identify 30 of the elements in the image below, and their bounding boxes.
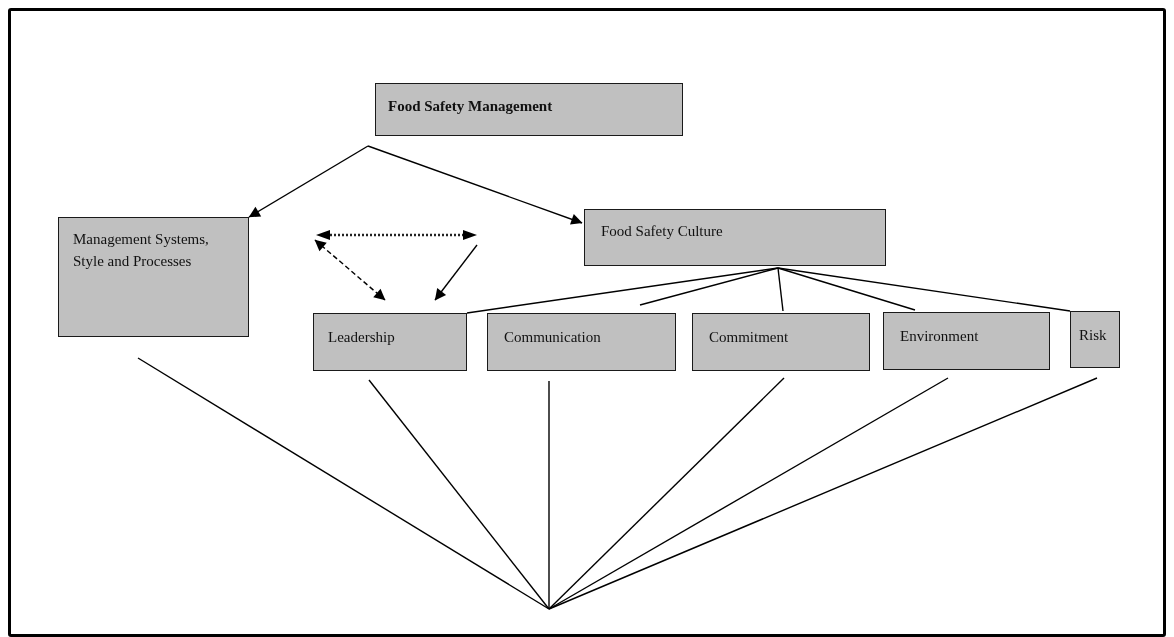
connector-line	[548, 377, 785, 610]
connector-line	[777, 267, 784, 312]
connector-line	[639, 267, 779, 306]
box-label: Environment	[900, 327, 980, 346]
box-label: Management Systems, Style and Processes	[73, 230, 210, 271]
connector-line	[466, 267, 779, 314]
process-box	[692, 313, 870, 371]
arrow	[248, 145, 369, 218]
connector-line	[548, 380, 550, 610]
connector-line	[137, 357, 550, 610]
connector-line	[777, 267, 1071, 312]
process-box	[375, 83, 683, 136]
process-box	[1070, 311, 1120, 368]
process-box	[58, 217, 249, 337]
arrow	[367, 145, 583, 225]
box-label: Leadership	[328, 328, 396, 347]
process-box	[487, 313, 676, 371]
connector-line	[548, 377, 949, 610]
arrow	[314, 239, 386, 301]
box-label: Communication	[504, 328, 602, 347]
connector-line	[368, 379, 550, 610]
process-box	[584, 209, 886, 266]
box-label: Food Safety Management	[388, 97, 554, 116]
box-label: Risk	[1079, 326, 1108, 345]
process-box	[313, 313, 467, 371]
connector-line	[548, 377, 1098, 610]
box-label: Commitment	[709, 328, 790, 347]
arrow	[434, 244, 478, 301]
box-label: Food Safety Culture	[601, 222, 724, 241]
process-box	[883, 312, 1050, 370]
